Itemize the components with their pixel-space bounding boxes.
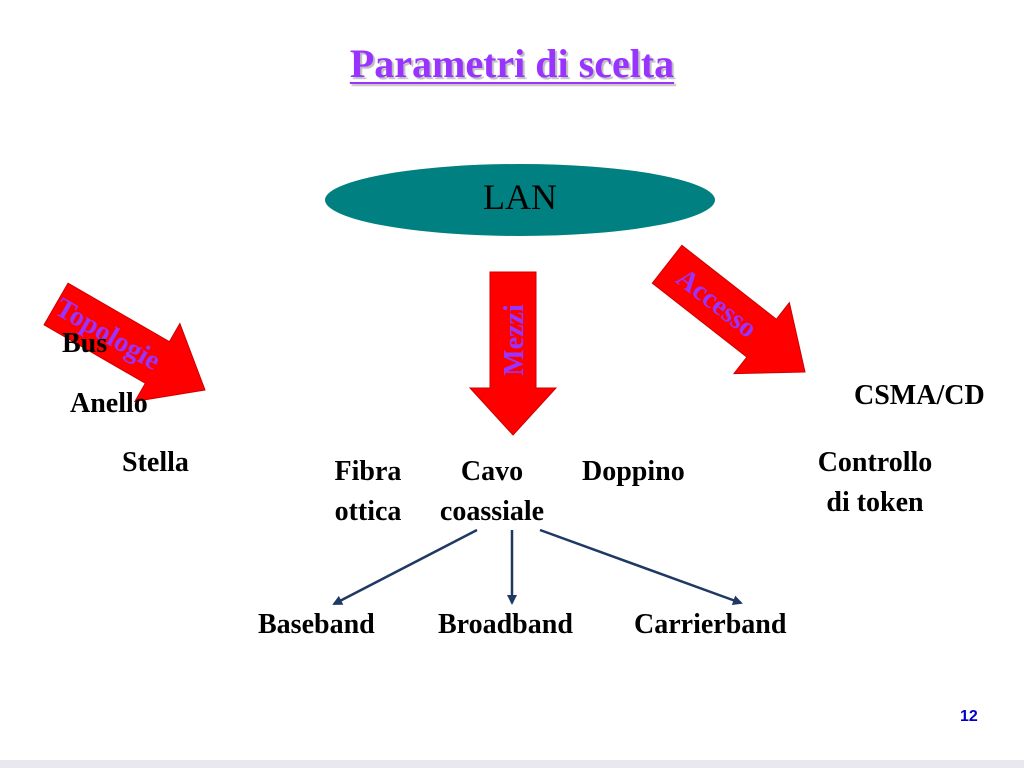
band-carrierband: Carrierband: [634, 609, 787, 640]
access-csma-cd: CSMA/CD: [854, 380, 985, 411]
medium-doppino: Doppino: [582, 456, 685, 487]
medium-cavo-line1: Cavo: [460, 456, 524, 487]
lan-label: LAN: [483, 177, 557, 217]
medium-cavo-line2: coassiale: [439, 496, 545, 527]
lan-ellipse: [323, 162, 717, 238]
access-token-line2: di token: [826, 487, 924, 518]
slide-title-text: Parametri di scelta: [349, 41, 675, 86]
connector-baseband: [332, 528, 478, 606]
footer-strip: [0, 760, 1024, 768]
topology-anello: Anello: [70, 388, 148, 419]
access-token: Controllo di token: [800, 443, 950, 523]
medium-fibra-line2: ottica: [334, 496, 402, 527]
band-baseband: Baseband: [258, 609, 375, 640]
connector-carrierband: [539, 528, 743, 605]
medium-fibra-line1: Fibra: [334, 456, 402, 487]
access-token-line1: Controllo: [817, 447, 933, 478]
band-broadband: Broadband: [438, 609, 573, 640]
medium-fibra-ottica: Fibra ottica: [318, 452, 418, 532]
slide-title: Parametri di scelta: [0, 40, 1024, 87]
medium-cavo-coassiale: Cavo coassiale: [422, 452, 562, 532]
topology-bus: Bus: [62, 328, 108, 359]
topology-stella: Stella: [122, 447, 189, 478]
mezzi-arrow: Mezzi: [468, 271, 558, 436]
accesso-arrow: Accesso: [651, 244, 806, 375]
page-number: 12: [960, 708, 978, 725]
mezzi-arrow-label: Mezzi: [499, 304, 530, 376]
